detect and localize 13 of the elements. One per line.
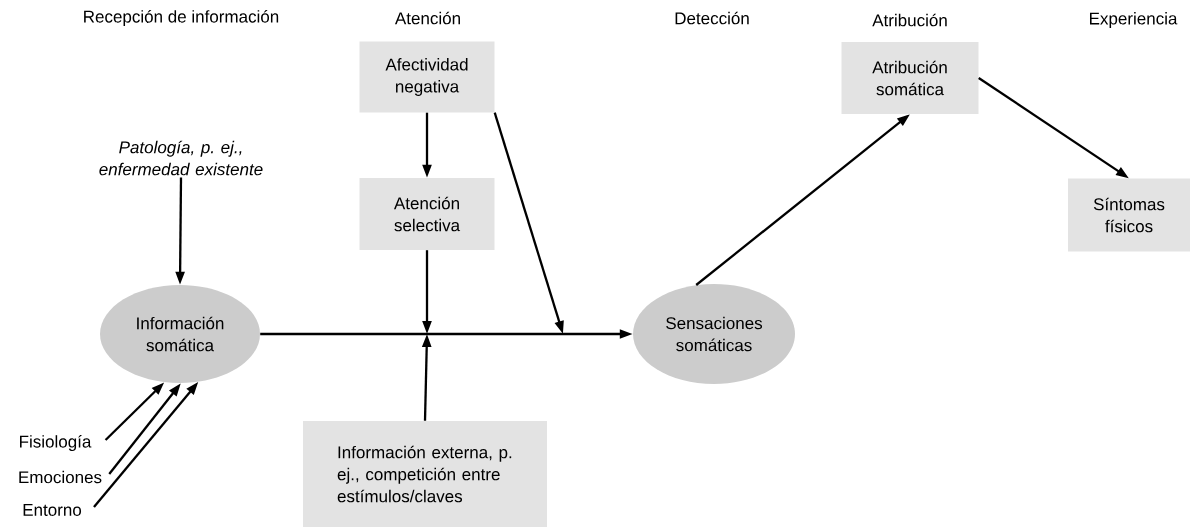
- node-text: Entorno: [23, 504, 82, 516]
- node-text: Patología, p. ej., enfermedad existente: [99, 140, 263, 176]
- process-box: Afectividad negativa: [359, 41, 495, 113]
- process-box: Atención selectiva: [359, 178, 495, 250]
- column-heading: Recepción de información: [84, 9, 279, 26]
- process-box: Síntomas físicos: [1068, 178, 1190, 252]
- column-heading: Detección: [675, 11, 749, 25]
- column-heading: Experiencia: [1090, 12, 1178, 28]
- process-box: Información externa, p. ej., competición entre estímulos/claves: [303, 421, 547, 527]
- column-heading: Atención: [394, 11, 460, 25]
- node-text: Emociones: [19, 470, 102, 484]
- node-text: Fisiología: [20, 435, 92, 451]
- process-box: Atribución somática: [841, 42, 979, 114]
